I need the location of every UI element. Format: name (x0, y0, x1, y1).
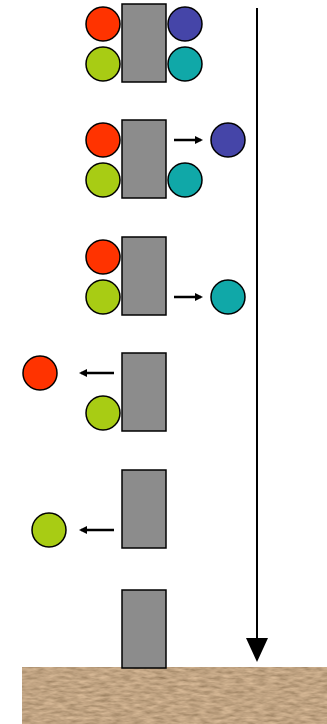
lime-circle (85, 279, 121, 315)
red-circle (85, 122, 121, 158)
stage-2 (85, 119, 246, 199)
block (121, 3, 167, 83)
block (121, 589, 167, 669)
lime-circle (31, 512, 67, 548)
navy-circle (210, 122, 246, 158)
teal-circle (210, 279, 246, 315)
block (121, 352, 167, 432)
stages-layer (22, 3, 246, 669)
timeline-arrowhead (246, 638, 268, 662)
red-circle (85, 239, 121, 275)
red-circle (85, 6, 121, 42)
lime-circle (85, 395, 121, 431)
navy-circle (167, 6, 203, 42)
red-circle (22, 355, 58, 391)
stage-6 (121, 589, 167, 669)
block (121, 469, 167, 549)
block (121, 236, 167, 316)
stage-1 (85, 3, 203, 83)
teal-circle (167, 162, 203, 198)
lime-circle (85, 162, 121, 198)
lime-circle (85, 46, 121, 82)
block (121, 119, 167, 199)
stage-5 (31, 469, 167, 549)
stage-4 (22, 352, 167, 432)
stage-3 (85, 236, 246, 316)
ground-texture (22, 667, 327, 724)
teal-circle (167, 46, 203, 82)
